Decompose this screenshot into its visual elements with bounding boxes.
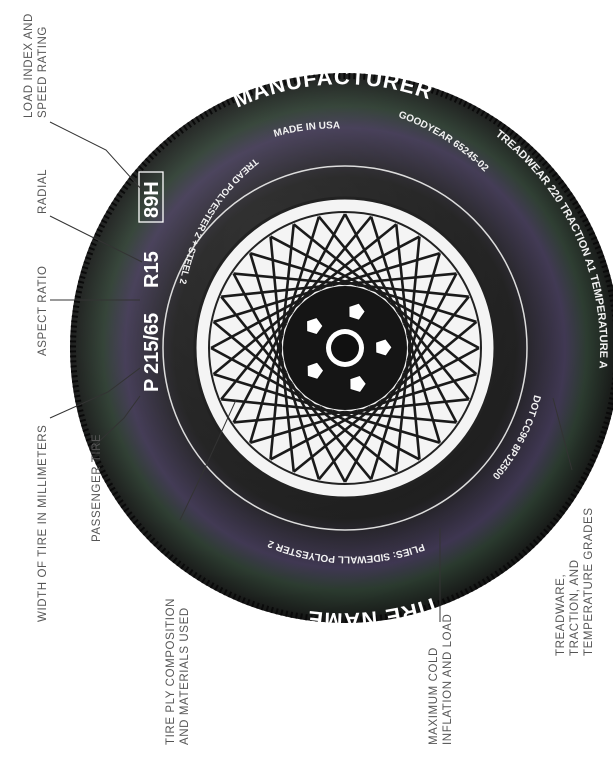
callout-width: WIDTH OF TIRE IN MILLIMETERS [37, 425, 49, 622]
callout-inflation-line1: MAXIMUM COLD [428, 647, 440, 745]
size-radial: R15 [141, 251, 163, 288]
callout-ply-line1: TIRE PLY COMPOSITION [165, 598, 177, 745]
callout-load-index-line2: SPEED RATING [37, 26, 49, 118]
size-width-ratio: 215/65 [141, 313, 163, 374]
callout-ply-line2: AND MATERIALS USED [179, 607, 191, 745]
callout-grades-line1: TREADWARE, [555, 574, 567, 656]
size-passenger: P [141, 379, 163, 392]
callout-aspect-ratio: ASPECT RATIO [37, 266, 49, 357]
center-cap [331, 334, 359, 362]
callout-load-index-line1: LOAD INDEX AND [23, 13, 35, 118]
callout-inflation-line2: INFLATION AND LOAD [442, 614, 454, 745]
tire-size-code: P 215/65 R15 89H [139, 172, 163, 392]
callout-grades-line2: TRACTION, AND [569, 559, 581, 656]
callout-passenger: PASSENGER TIRE [91, 434, 103, 542]
callout-grades-line3: TEMPERATURE GRADES [583, 507, 595, 656]
callout-radial: RADIAL [37, 169, 49, 214]
size-load-speed: 89H [141, 181, 163, 218]
